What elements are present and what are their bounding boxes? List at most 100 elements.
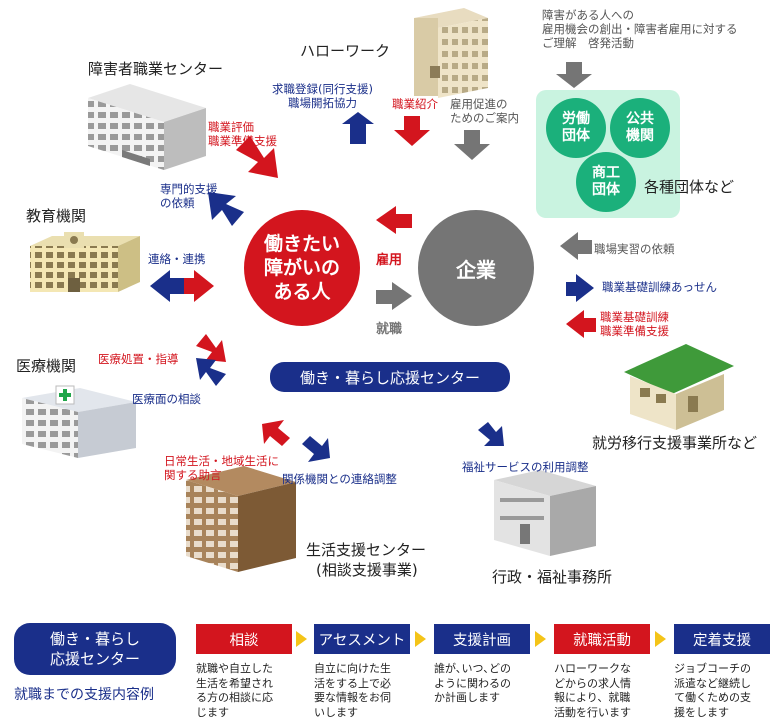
medical-building-icon: [22, 385, 136, 458]
flow-employment-promotion: 雇用促進の ためのご案内: [450, 97, 519, 125]
step-5-text: ジョブコーチの 派遣など継続し て働くための支 援をします: [674, 662, 751, 719]
org-commerce-label: 商工 団体: [592, 165, 620, 198]
flow-specialist-request: 専門的支援 の依頼: [160, 182, 218, 210]
flow-vocational-evaluation-1: 職業評価: [208, 120, 254, 134]
arrow-medical-consultation: [196, 358, 226, 386]
arrow-medical-treatment: [196, 334, 226, 362]
flow-welfare-service: 福祉サービスの利用調整: [462, 460, 589, 474]
arrow-coordination: [302, 436, 330, 462]
education-building-icon: [30, 232, 140, 292]
arrow-employment-promotion: [454, 130, 490, 160]
step-1-title: 相談: [229, 632, 259, 649]
awareness-text: 障害がある人への 雇用機会の創出・障害者雇用に対する ご理解 啓発活動: [542, 8, 738, 50]
flow-job-referral: 職業紹介: [392, 97, 438, 111]
arrow-job-registration: [342, 112, 374, 144]
hub-center-label: 働き・暮らし応援センター: [299, 368, 480, 387]
transition-support-house-icon: [624, 344, 734, 430]
step-2-title: アセスメント: [318, 632, 406, 649]
person-circle: 働きたい 障がいの ある人: [244, 210, 360, 326]
arrow-training-support: [566, 310, 596, 338]
hello-work-label: ハローワーク: [300, 42, 391, 60]
flow-vocational-evaluation: 職業評価 職業準備支援: [208, 120, 277, 148]
vocational-center-label: 障害者職業センター: [88, 60, 224, 78]
flow-hire: 雇用: [376, 253, 403, 268]
org-commerce-circle: 商工 団体: [576, 152, 636, 212]
flow-employment: 就職: [376, 322, 403, 337]
transition-support-label: 就労移行支援事業所など: [592, 434, 758, 452]
hello-work-building-icon: [414, 8, 488, 98]
arrow-liaison-right: [184, 270, 214, 302]
flow-training-support-2: 職業準備支援: [600, 324, 669, 338]
person-line-1: 働きたい: [263, 233, 340, 255]
welfare-office-building-icon: [494, 470, 596, 556]
bottom-pill-line-2: 応援センター: [49, 650, 140, 668]
company-circle: 企業: [418, 210, 534, 326]
education-label: 教育機関: [26, 207, 87, 225]
arrow-welfare-service: [478, 422, 504, 446]
hub-center-pill: 働き・暮らし応援センター: [270, 362, 510, 392]
step-4-text: ハローワークな どからの求人情 報により、就職 活動を行います: [554, 662, 631, 719]
flow-daily-life: 日常生活・地域生活に 関する助言: [164, 454, 279, 482]
flow-coordination: 関係機関との連絡調整: [282, 472, 397, 486]
livelihood-center-line-2: (相談支援事業): [316, 561, 418, 579]
person-line-2: 障がいの: [263, 257, 340, 279]
arrow-liaison-left: [150, 270, 184, 302]
welfare-office-label: 行政・福祉事務所: [492, 568, 613, 586]
arrow-employment: [376, 282, 412, 310]
flow-job-registration-1: 求職登録(同行支援): [272, 82, 373, 96]
step-4-title: 就職活動: [573, 632, 631, 649]
step-1-chevron-icon: [296, 631, 307, 647]
flow-job-registration-2: 職場開拓協力: [287, 96, 357, 110]
livelihood-center-building-icon: [186, 466, 296, 572]
org-labor-label: 労働 団体: [562, 111, 590, 144]
arrow-daily-life: [262, 420, 290, 446]
person-line-3: ある人: [273, 281, 331, 303]
flow-vocational-evaluation-2: 職業準備支援: [208, 134, 277, 148]
bottom-center-pill: 働き・暮らし 応援センター: [14, 623, 176, 675]
step-4-chevron-icon: [655, 631, 666, 647]
bottom-pill-line-1: 働き・暮らし: [49, 630, 140, 648]
step-3-chevron-icon: [535, 631, 546, 647]
arrow-training-arrangement: [566, 274, 594, 302]
flow-training-support-1: 職業基礎訓練: [600, 310, 669, 324]
vocational-center-building-icon: [88, 84, 206, 170]
flow-daily-life-2: 関する助言: [164, 468, 222, 482]
flow-daily-life-1: 日常生活・地域生活に: [164, 454, 279, 468]
step-3-header: 支援計画: [434, 624, 530, 654]
awareness-line-2: 雇用機会の創出・障害者雇用に対する: [542, 22, 738, 36]
flow-medical-treatment: 医療処置・指導: [98, 352, 179, 366]
flow-training-arrangement: 職業基礎訓練あっせん: [602, 280, 717, 294]
arrow-awareness: [556, 62, 592, 88]
step-1-header: 相談: [196, 624, 292, 654]
flow-medical-consultation: 医療面の相談: [132, 392, 201, 406]
flow-employment-promotion-1: 雇用促進の: [450, 97, 508, 111]
step-5-header: 定着支援: [674, 624, 770, 654]
flow-liaison: 連絡・連携: [148, 252, 206, 266]
arrow-hire: [376, 206, 412, 234]
flow-workplace-training: 職場実習の依頼: [594, 242, 675, 256]
step-3-text: 誰が､いつ､どの ように関わるの か計画します: [434, 662, 511, 704]
step-5-title: 定着支援: [693, 632, 751, 649]
company-label: 企業: [456, 257, 496, 282]
step-2-chevron-icon: [415, 631, 426, 647]
org-public-label: 公共 機関: [626, 111, 654, 144]
flow-training-support: 職業基礎訓練 職業準備支援: [600, 310, 669, 338]
flow-specialist-request-2: の依頼: [160, 196, 195, 210]
flow-specialist-request-1: 専門的支援: [160, 182, 218, 196]
arrow-vocational-evaluation: [236, 136, 278, 178]
diagram-graphics: [22, 8, 734, 572]
step-2-text: 自立に向けた生 活をする上で必 要な情報をお伺 いします: [314, 662, 391, 719]
step-2-header: アセスメント: [314, 624, 410, 654]
step-3-title: 支援計画: [453, 632, 511, 649]
flow-employment-promotion-2: ためのご案内: [450, 111, 519, 125]
arrow-workplace-training: [560, 232, 592, 260]
step-4-header: 就職活動: [554, 624, 650, 654]
livelihood-center-label: 生活支援センター (相談支援事業): [306, 540, 426, 580]
org-public-circle: 公共 機関: [610, 98, 670, 158]
flow-job-registration: 求職登録(同行支援) 職場開拓協力: [272, 82, 373, 110]
bottom-caption: 就職までの支援内容例: [14, 687, 154, 703]
org-labor-circle: 労働 団体: [546, 98, 606, 158]
medical-label: 医療機関: [16, 357, 77, 375]
awareness-line-3: ご理解 啓発活動: [542, 36, 634, 50]
